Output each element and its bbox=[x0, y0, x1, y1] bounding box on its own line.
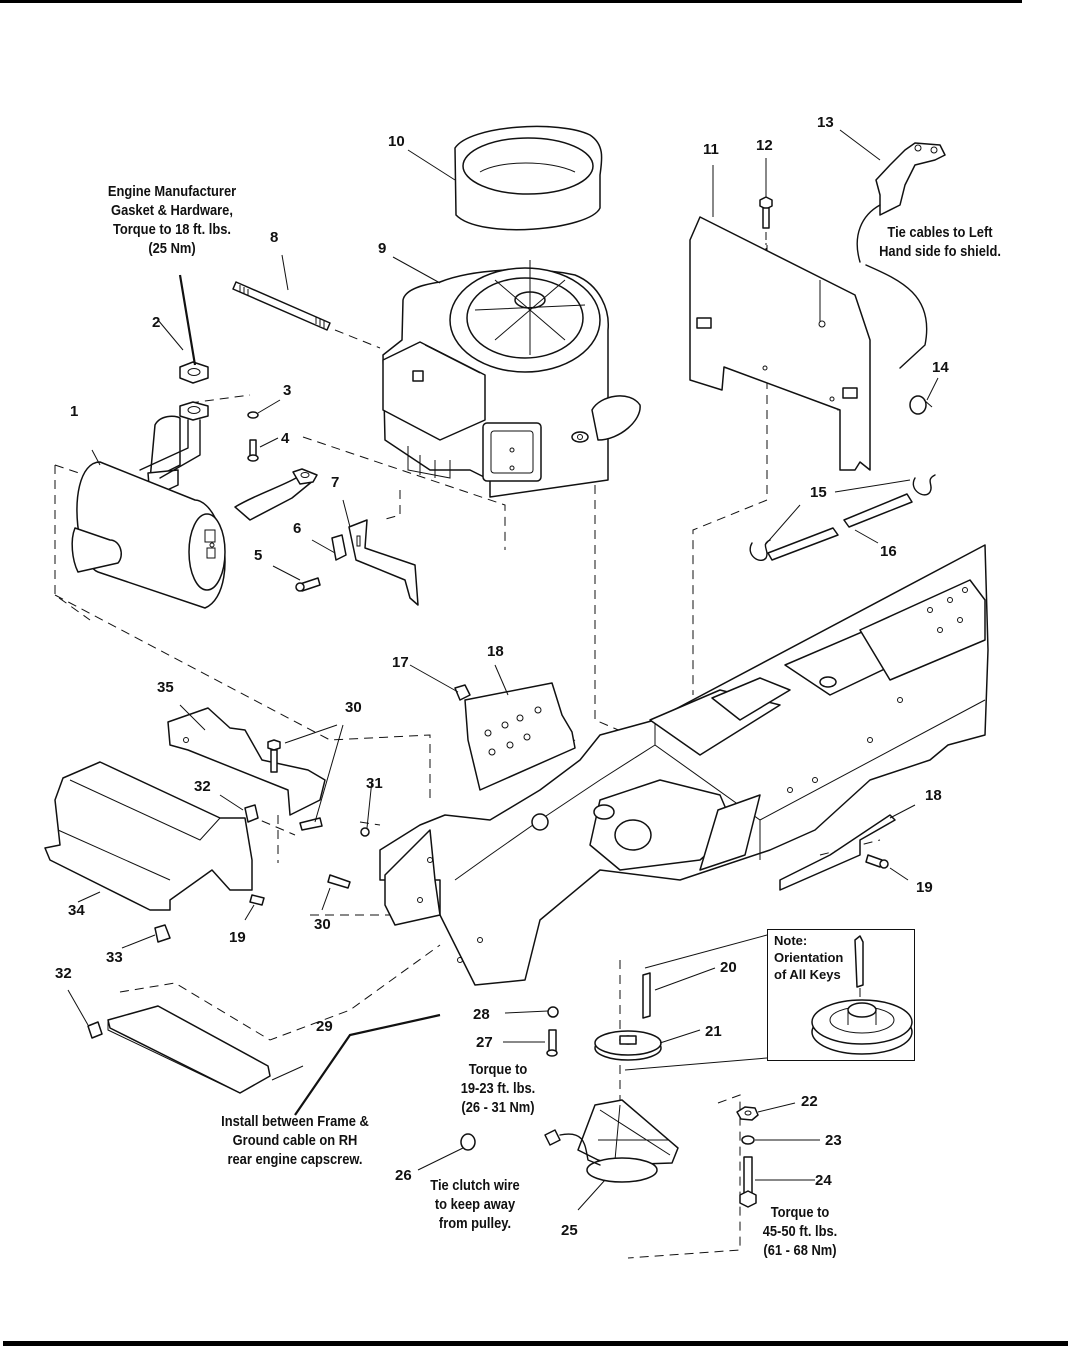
callout-32-lower: 32 bbox=[55, 965, 72, 982]
callout-12: 12 bbox=[756, 137, 773, 154]
callout-32-upper: 32 bbox=[194, 778, 211, 795]
callout-21: 21 bbox=[705, 1023, 722, 1040]
exhaust-pipe-part bbox=[292, 468, 318, 485]
callout-11: 11 bbox=[703, 141, 719, 158]
note-torque-pulley-bolt: Torque to 45-50 ft. lbs. (61 - 68 Nm) bbox=[762, 1204, 838, 1259]
callout-16: 16 bbox=[880, 543, 897, 560]
callout-33: 33 bbox=[106, 949, 123, 966]
key-part bbox=[642, 972, 651, 1019]
callout-4: 4 bbox=[281, 430, 290, 447]
muffler-part bbox=[71, 415, 315, 609]
clip-part bbox=[331, 534, 347, 561]
sleeve-part bbox=[767, 493, 913, 561]
callout-14: 14 bbox=[932, 359, 949, 376]
engine-part bbox=[382, 260, 641, 498]
callout-13: 13 bbox=[817, 114, 834, 131]
stud-part bbox=[232, 281, 331, 331]
key-orientation-illustration bbox=[811, 935, 913, 1055]
screw-part bbox=[295, 577, 321, 592]
note-tie-clutch-wire: Tie clutch wire to keep away from pulley… bbox=[430, 1177, 520, 1232]
callout-22: 22 bbox=[801, 1093, 818, 1110]
callout-labels: 1 2 3 4 5 6 7 8 9 10 11 12 13 14 15 16 1… bbox=[55, 114, 949, 1239]
callout-34: 34 bbox=[68, 902, 85, 919]
wire-tie-part bbox=[460, 1133, 476, 1151]
callout-30-upper: 30 bbox=[345, 699, 362, 716]
callout-25: 25 bbox=[561, 1222, 578, 1239]
key-orientation-note-box: Note: Orientation of All Keys bbox=[767, 929, 915, 1061]
gasket-part bbox=[179, 361, 209, 384]
rear-cover-part bbox=[44, 761, 253, 911]
pulley-part bbox=[594, 1030, 662, 1061]
note-torque-capscrew: Torque to 19-23 ft. lbs. (26 - 31 Nm) bbox=[460, 1061, 536, 1116]
callout-28: 28 bbox=[473, 1006, 490, 1023]
callout-19-left: 19 bbox=[229, 929, 246, 946]
callout-5: 5 bbox=[254, 547, 262, 564]
callout-1: 1 bbox=[70, 403, 78, 420]
flange-part bbox=[139, 401, 209, 479]
note-ground-cable: Install between Frame & Ground cable on … bbox=[221, 1113, 369, 1168]
callout-27: 27 bbox=[476, 1034, 493, 1051]
capscrew-part bbox=[546, 1029, 558, 1057]
nut-clip-part bbox=[454, 684, 471, 701]
hex-nut-part bbox=[736, 1106, 759, 1121]
callout-20: 20 bbox=[720, 959, 737, 976]
bracket-part bbox=[348, 519, 419, 606]
pto-clutch-part bbox=[544, 1099, 679, 1183]
callout-15: 15 bbox=[810, 484, 827, 501]
callout-19-right: 19 bbox=[916, 879, 933, 896]
u-nut-part bbox=[87, 804, 259, 1039]
callout-18-lower: 18 bbox=[925, 787, 942, 804]
cable-tie-part bbox=[749, 474, 936, 561]
lock-washer-part bbox=[247, 411, 259, 419]
note-tie-cables: Tie cables to Left Hand side fo shield. bbox=[879, 224, 1001, 260]
callout-7: 7 bbox=[331, 474, 339, 491]
callout-10: 10 bbox=[388, 133, 405, 150]
shield-bolt-part bbox=[759, 196, 773, 229]
tractor-frame-part bbox=[379, 544, 989, 986]
callout-24: 24 bbox=[815, 1172, 832, 1189]
leader-lines bbox=[67, 129, 939, 1211]
callout-26: 26 bbox=[395, 1167, 412, 1184]
callout-17: 17 bbox=[392, 654, 409, 671]
throttle-control-part bbox=[856, 142, 946, 369]
callout-2: 2 bbox=[152, 314, 160, 331]
flat-washer-part bbox=[741, 1135, 755, 1145]
air-cleaner-ring-part bbox=[454, 125, 603, 231]
ground-plate-part bbox=[107, 1005, 271, 1094]
key-orientation-note: Note: Orientation of All Keys bbox=[774, 933, 844, 982]
callout-8: 8 bbox=[270, 229, 278, 246]
callout-31: 31 bbox=[366, 775, 383, 792]
callout-9: 9 bbox=[378, 240, 386, 257]
callout-23: 23 bbox=[825, 1132, 842, 1149]
note-engine-gasket-torque: Engine Manufacturer Gasket & Hardware, T… bbox=[107, 183, 237, 257]
top-rule bbox=[0, 0, 1022, 3]
callout-6: 6 bbox=[293, 520, 301, 537]
rear-bracket-part bbox=[167, 707, 326, 816]
side-plate-part bbox=[779, 814, 896, 891]
reinforcement-plate-part bbox=[464, 682, 576, 791]
heat-shield-part bbox=[689, 216, 871, 471]
bottom-rule bbox=[3, 1341, 1068, 1346]
callout-3: 3 bbox=[283, 382, 291, 399]
star-washer-part bbox=[547, 1006, 559, 1018]
callout-30-lower: 30 bbox=[314, 916, 331, 933]
cable-clamp-part bbox=[909, 395, 933, 415]
pulley-bolt-part bbox=[739, 1156, 757, 1208]
callout-35: 35 bbox=[157, 679, 174, 696]
callout-29: 29 bbox=[316, 1018, 333, 1035]
bolt-part bbox=[247, 439, 259, 462]
frame-screw-part bbox=[865, 854, 889, 869]
callout-18-upper: 18 bbox=[487, 643, 504, 660]
hex-bolt-part bbox=[249, 739, 370, 906]
